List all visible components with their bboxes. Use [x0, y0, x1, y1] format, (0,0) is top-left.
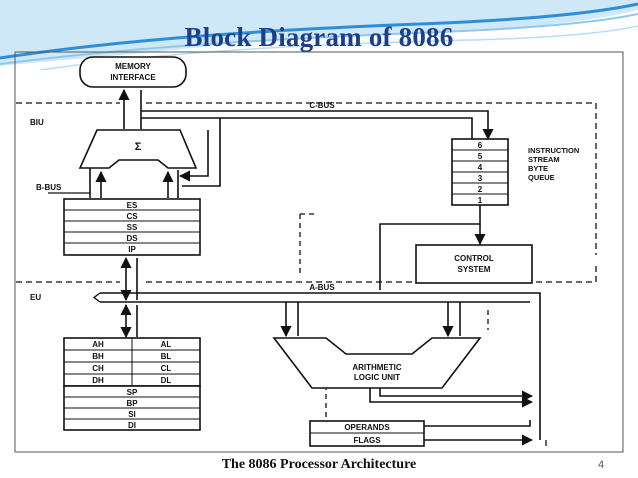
biu-boundary	[16, 102, 597, 255]
queue-slot-6: 6	[478, 141, 483, 150]
operands-label: OPERANDS	[344, 423, 390, 432]
eu-label: EU	[30, 293, 41, 302]
c-bus-label: C-BUS	[309, 101, 335, 110]
control-system-line1: CONTROL	[454, 254, 494, 263]
register-dl: DL	[161, 376, 172, 385]
queue-slot-3: 3	[478, 174, 483, 183]
queue-slot-5: 5	[478, 152, 483, 161]
register-al: AL	[161, 340, 172, 349]
biu-label: BIU	[30, 118, 44, 127]
memory-interface-line1: MEMORY	[115, 62, 151, 71]
register-ss: SS	[127, 223, 138, 232]
slide-footer: The 8086 Processor Architecture	[221, 457, 417, 472]
b-bus-label: B-BUS	[36, 183, 62, 192]
register-es: ES	[127, 201, 138, 210]
register-ch: CH	[92, 364, 104, 373]
alu-output-arrow	[369, 388, 534, 408]
memory-interface-line2: INTERFACE	[110, 73, 156, 82]
alu-shape	[272, 337, 482, 389]
flags-label: FLAGS	[353, 436, 381, 445]
register-di: DI	[128, 421, 136, 430]
queue-label-4: QUEUE	[528, 173, 555, 182]
control-system-box	[415, 244, 533, 284]
a-bus-line	[100, 292, 541, 440]
control-system-line2: SYSTEM	[458, 265, 491, 274]
register-dh: DH	[92, 376, 104, 385]
register-ip: IP	[128, 245, 136, 254]
queue-label-2: STREAM	[528, 155, 560, 164]
alu-line1: ARITHMETIC	[352, 363, 402, 372]
page-number: 4	[598, 459, 605, 471]
alu-line2: LOGIC UNIT	[354, 373, 400, 382]
diagram-frame	[14, 51, 624, 453]
register-si: SI	[128, 410, 136, 419]
memory-interface-box	[79, 56, 187, 88]
register-ds: DS	[126, 234, 138, 243]
register-bl: BL	[161, 352, 172, 361]
register-cs: CS	[126, 212, 138, 221]
queue-label-3: BYTE	[528, 164, 548, 173]
queue-slot-4: 4	[478, 163, 483, 172]
register-bp: BP	[126, 399, 138, 408]
adder-symbol: Σ	[135, 141, 142, 153]
c-bus-line	[141, 110, 494, 141]
segment-registers	[63, 198, 201, 256]
register-bh: BH	[92, 352, 104, 361]
register-cl: CL	[161, 364, 172, 373]
a-bus-label: A-BUS	[309, 283, 335, 292]
slide-title: Block Diagram of 8086	[184, 22, 454, 52]
queue-feed-line	[178, 130, 209, 182]
biu-eu-divider	[16, 262, 597, 283]
queue-slot-1: 1	[478, 196, 483, 205]
register-sp: SP	[127, 388, 138, 397]
register-ah: AH	[92, 340, 104, 349]
queue-label-1: INSTRUCTION	[528, 146, 579, 155]
queue-slot-2: 2	[478, 185, 483, 194]
